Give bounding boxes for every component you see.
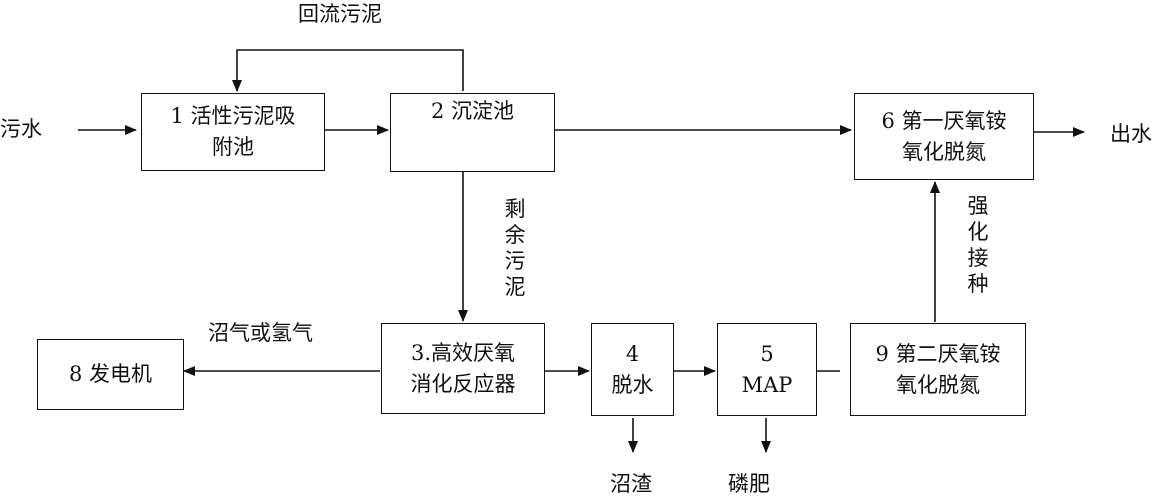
box-5-line-1: 5 <box>760 341 774 366</box>
box-1-line-2: 附池 <box>212 135 254 159</box>
box-6-line-1: 6 第一厌氧铵 <box>881 108 1007 133</box>
box-9-line-2: 氧化脱氮 <box>896 372 980 397</box>
box-9-line-1: 9 第二厌氧铵 <box>875 341 1001 366</box>
digestate-label: 沼渣 <box>610 472 652 496</box>
return-sludge-label: 回流污泥 <box>298 2 382 26</box>
box-1-line-1: 1 活性污泥吸 <box>170 104 296 128</box>
dewatering-unit: 4 脱水 <box>591 323 674 416</box>
phosphate-fertilizer-label: 磷肥 <box>728 472 770 496</box>
sewage-in-label: 污水 <box>0 117 42 141</box>
activated-sludge-adsorption-tank: 1 活性污泥吸 附池 <box>141 93 325 171</box>
box-4-line-1: 4 <box>625 341 640 366</box>
effluent-label: 出水 <box>1110 122 1152 146</box>
first-anammox-unit: 6 第一厌氧铵 氧化脱氮 <box>854 93 1034 180</box>
box-3-line-2: 消化反应器 <box>410 371 516 396</box>
settling-tank: 2 沉淀池 <box>390 93 555 172</box>
excess-sludge-label: 剩余污泥 <box>504 197 526 299</box>
biogas-label: 沼气或氢气 <box>208 321 313 345</box>
arrow-return-sludge <box>232 49 464 92</box>
box-8-line-1: 8 发电机 <box>68 362 153 386</box>
map-unit: 5 MAP <box>717 323 817 416</box>
anaerobic-digestion-reactor: 3.高效厌氧 消化反应器 <box>381 323 545 414</box>
box-6-line-2: 氧化脱氮 <box>902 139 986 164</box>
box-3-line-1: 3.高效厌氧 <box>410 340 516 365</box>
second-anammox-unit: 9 第二厌氧铵 氧化脱氮 <box>850 323 1026 416</box>
box-4-line-2: 脱水 <box>611 372 654 397</box>
box-5-line-2: MAP <box>741 372 793 397</box>
box-2-line-1: 2 沉淀池 <box>430 99 515 123</box>
enhanced-inoculation-label: 强化接种 <box>967 194 989 296</box>
generator: 8 发电机 <box>37 339 184 410</box>
